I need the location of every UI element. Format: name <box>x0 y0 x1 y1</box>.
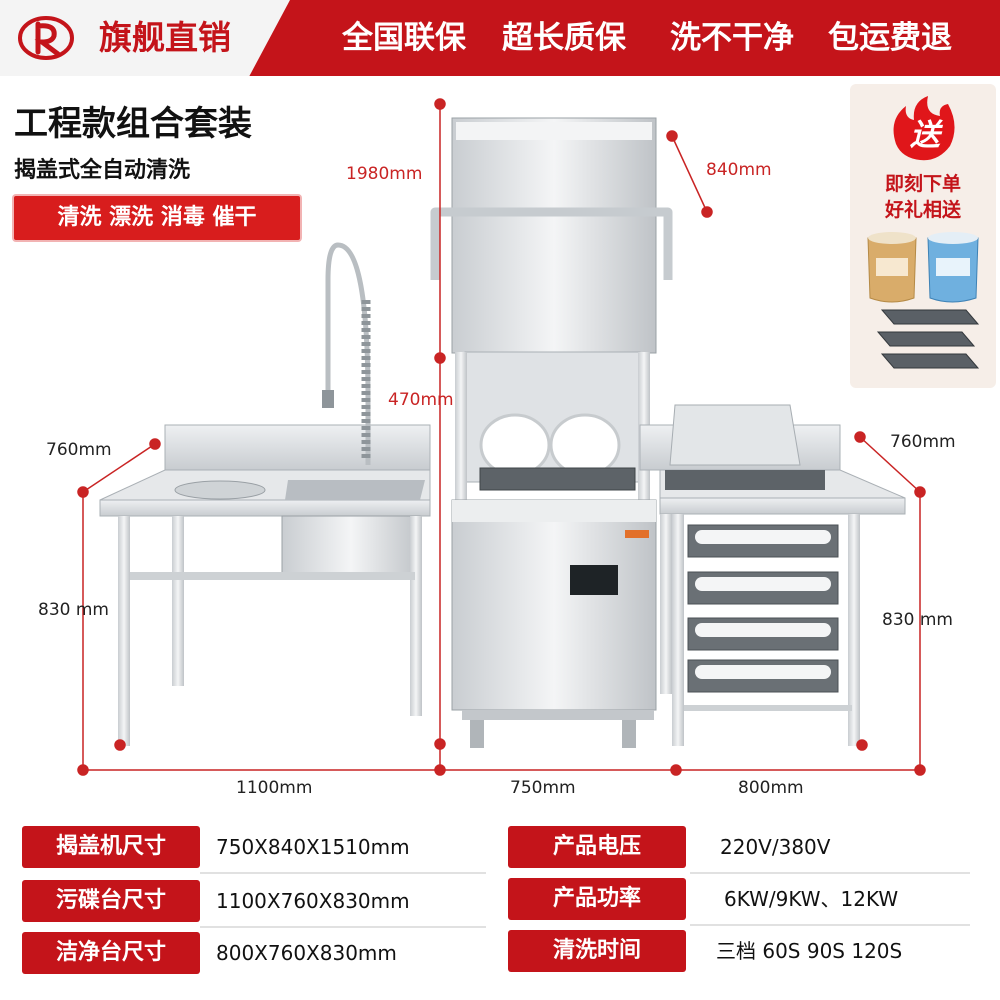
dim-opening: 470mm <box>388 390 454 410</box>
product-subtitle: 揭盖式全自动清洗 <box>14 158 191 183</box>
spec-label-voltage: 产品电压 <box>508 826 686 868</box>
dim-left-height: 830 mm <box>38 600 109 620</box>
dimension-lines <box>77 98 926 776</box>
dim-right-height: 830 mm <box>882 610 953 630</box>
spec-divider <box>690 872 970 874</box>
dim-depth: 840mm <box>706 160 772 180</box>
feature-badge: 清洗 漂洗 消毒 催干 <box>14 196 300 240</box>
brand-box <box>0 0 290 76</box>
dirty-dish-table <box>99 242 431 746</box>
clean-dish-table <box>639 404 906 746</box>
spec-divider <box>200 926 486 928</box>
slogan-warranty: 全国联保 <box>342 20 466 56</box>
dim-mid-width: 750mm <box>510 778 576 798</box>
slogan-long-warranty: 超长质保 <box>502 20 626 56</box>
product-illustration <box>77 98 926 776</box>
spec-divider <box>200 872 486 874</box>
gift-line-2: 好礼相送 <box>884 199 961 221</box>
spec-label-dishwasher: 揭盖机尺寸 <box>22 826 200 868</box>
brand-logo-icon <box>18 16 74 60</box>
flame-badge-icon <box>893 96 955 161</box>
dim-left-width: 1100mm <box>236 778 313 798</box>
gift-badge-text: 送 <box>910 118 940 153</box>
dim-left-depth: 760mm <box>46 440 112 460</box>
spec-value-clean-table: 800X760X830mm <box>216 941 397 965</box>
dim-total-height: 1980mm <box>346 164 423 184</box>
spec-value-wash-time: 三档 60S 90S 120S <box>716 939 903 963</box>
gift-products-icon <box>867 232 980 369</box>
spec-label-dirty-table: 污碟台尺寸 <box>22 880 200 922</box>
gift-line-1: 即刻下单 <box>884 173 961 195</box>
spec-label-power: 产品功率 <box>508 878 686 920</box>
spec-label-wash-time: 清洗时间 <box>508 930 686 972</box>
product-title: 工程款组合套装 <box>14 104 252 144</box>
spec-value-dishwasher: 750X840X1510mm <box>216 835 410 859</box>
spec-value-power: 6KW/9KW、12KW <box>724 887 899 911</box>
spec-value-voltage: 220V/380V <box>720 835 831 859</box>
slogan-clean: 洗不干净 <box>670 20 794 56</box>
spec-label-clean-table: 洁净台尺寸 <box>22 932 200 974</box>
hood-dishwasher <box>430 117 673 748</box>
spec-value-dirty-table: 1100X760X830mm <box>216 889 410 913</box>
dim-right-depth: 760mm <box>890 432 956 452</box>
spec-divider <box>690 924 970 926</box>
slogan-refund: 包运费退 <box>828 20 952 56</box>
dim-right-width: 800mm <box>738 778 804 798</box>
brand-title: 旗舰直销 <box>99 18 231 57</box>
